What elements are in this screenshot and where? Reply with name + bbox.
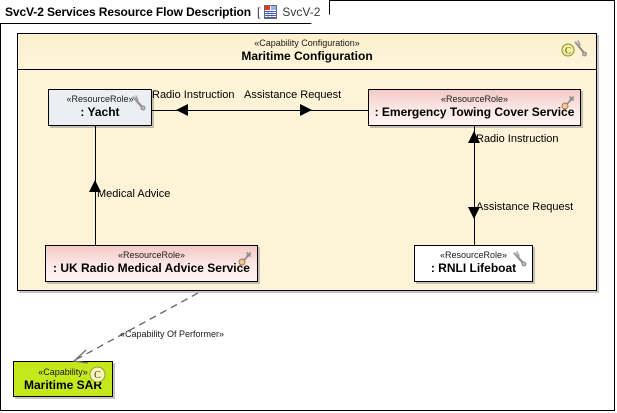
service-tool-icon (237, 251, 253, 267)
container-header: «Capability Configuration» Maritime Conf… (18, 34, 596, 70)
node-rnli-lifeboat[interactable]: «ResourceRole» : RNLI Lifeboat (414, 245, 533, 282)
node-emergency-towing-cover-service[interactable]: «ResourceRole» : Emergency Towing Cover … (368, 89, 581, 126)
node-emergency-towing-stereotype: «ResourceRole» (440, 94, 509, 104)
diagram-title-tab: SvcV-2 Services Resource Flow Descriptio… (0, 0, 330, 24)
connector-label-assistance-request-lifeboat: Assistance Request (476, 201, 574, 213)
node-maritime-sar-name: Maritime SAR (23, 378, 103, 392)
capability-circle-c-icon: C (89, 366, 106, 383)
connector-label-medical-advice: Medical Advice (97, 188, 171, 200)
connector-line-towing-lifeboat (474, 126, 475, 245)
svg-text:C: C (565, 46, 571, 56)
diagram-document-icon (264, 4, 278, 19)
connector-label-radio-instruction-yacht: Radio Instruction (152, 89, 235, 101)
connector-label-radio-instruction-lifeboat: Radio Instruction (476, 133, 559, 145)
connector-line-yacht-towing (152, 110, 368, 111)
arrowhead-medical-advice (89, 180, 101, 192)
arrowhead-assistance-request-lifeboat (468, 207, 480, 219)
connector-label-capability-of-performer: «Capability Of Performer» (120, 329, 225, 339)
node-maritime-sar-stereotype: «Capability» (38, 367, 88, 377)
arrowhead-assistance-request-towing (300, 104, 312, 116)
node-maritime-sar[interactable]: «Capability» Maritime SAR C (13, 361, 113, 397)
node-yacht-stereotype: «ResourceRole» (66, 94, 134, 104)
diagram-name-label: SvcV-2 (282, 4, 321, 19)
service-tool-icon (560, 95, 576, 111)
node-uk-radio-medical-name: : UK Radio Medical Advice Service (53, 261, 250, 275)
node-rnli-lifeboat-name: : RNLI Lifeboat (430, 261, 517, 275)
node-yacht[interactable]: «ResourceRole» : Yacht (48, 89, 152, 126)
node-emergency-towing-name: : Emergency Towing Cover Service (374, 105, 575, 119)
container-stereotype: «Capability Configuration» (254, 38, 360, 48)
node-yacht-name: : Yacht (80, 105, 120, 119)
svg-text:C: C (94, 370, 101, 381)
node-uk-radio-medical-stereotype: «ResourceRole» (117, 250, 186, 260)
arrowhead-radio-instruction-lifeboat (468, 131, 480, 143)
node-uk-radio-medical-advice-service[interactable]: «ResourceRole» : UK Radio Medical Advice… (45, 245, 258, 282)
container-name: Maritime Configuration (241, 49, 373, 63)
page-title: SvcV-2 Services Resource Flow Descriptio… (5, 4, 252, 19)
title-bracket-close: ] (329, 5, 330, 19)
container-icons: C (561, 40, 591, 58)
connector-label-assistance-request-towing: Assistance Request (244, 89, 342, 101)
node-rnli-lifeboat-stereotype: «ResourceRole» (439, 250, 508, 260)
arrowhead-radio-instruction-yacht (176, 104, 188, 116)
title-bracket-open: [ (257, 4, 261, 19)
wrench-icon (512, 251, 528, 267)
wrench-icon (131, 95, 147, 111)
